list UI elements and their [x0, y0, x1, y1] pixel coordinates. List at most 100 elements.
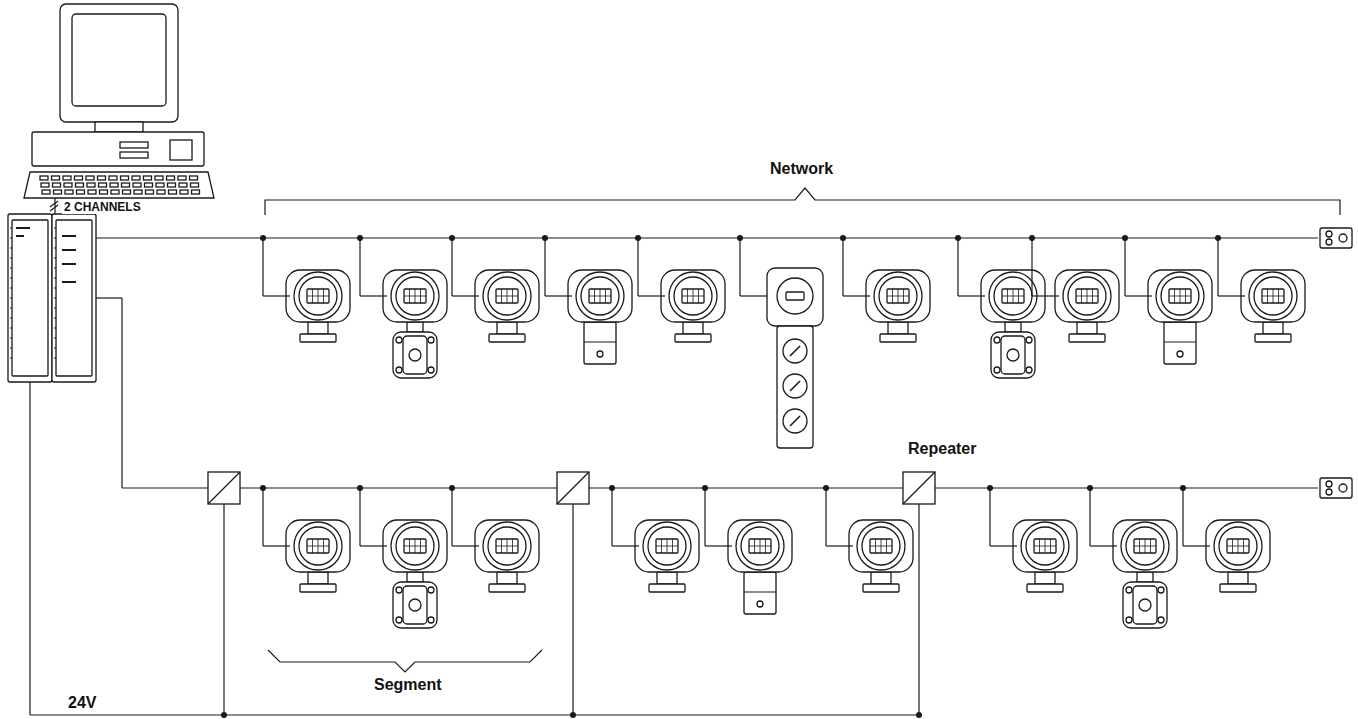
key — [146, 190, 154, 194]
housing-cover — [1156, 272, 1204, 320]
wire — [744, 592, 776, 593]
cover-ring — [1254, 277, 1292, 315]
wire — [1164, 342, 1196, 343]
housing-cover — [736, 522, 784, 570]
wire — [1089, 488, 1090, 546]
bolt — [428, 367, 434, 373]
wire — [54, 238, 56, 239]
wire — [704, 488, 705, 546]
wire — [404, 546, 426, 547]
flange-body — [393, 582, 437, 628]
key — [156, 183, 164, 187]
field-device — [1206, 520, 1270, 592]
cover-ring — [581, 277, 619, 315]
wire — [740, 295, 767, 296]
key — [123, 190, 131, 194]
wire — [360, 545, 387, 546]
screen — [72, 14, 166, 106]
wire — [589, 296, 611, 297]
cover-ring — [994, 277, 1032, 315]
key — [155, 176, 163, 180]
terminator-pin — [1339, 484, 1347, 492]
display-ring — [777, 278, 813, 314]
flange-body — [1123, 582, 1167, 628]
neck — [497, 322, 517, 334]
wire — [54, 258, 56, 259]
key — [109, 176, 117, 180]
field-device — [1113, 520, 1177, 628]
cover-ring — [879, 277, 917, 315]
field-device — [383, 270, 447, 378]
wire — [54, 318, 56, 319]
housing — [1241, 270, 1305, 322]
base — [863, 584, 899, 592]
housing-cover — [989, 272, 1037, 320]
wire — [638, 295, 665, 296]
housing — [475, 270, 539, 322]
housing — [661, 270, 725, 322]
neck — [657, 572, 677, 584]
computer — [24, 4, 214, 198]
neck — [1005, 322, 1021, 332]
port — [1007, 349, 1019, 361]
wire — [10, 238, 12, 239]
wire — [54, 268, 56, 269]
housing-cover — [1249, 272, 1297, 320]
neck — [308, 572, 328, 584]
wire — [10, 318, 12, 319]
bolt — [1158, 587, 1164, 593]
positioner-body — [777, 326, 813, 448]
neck — [407, 572, 423, 582]
wire — [54, 278, 56, 279]
field-device — [661, 270, 725, 342]
bolt — [597, 351, 603, 357]
key — [190, 176, 198, 180]
cover-ring — [299, 527, 337, 565]
housing — [383, 270, 447, 322]
wire — [825, 488, 826, 546]
base — [489, 584, 525, 592]
housing-cover — [1121, 522, 1169, 570]
segment-label: Segment — [372, 676, 444, 694]
flange-center — [403, 336, 427, 374]
wire — [263, 295, 290, 296]
wire — [10, 228, 12, 229]
field-device — [383, 520, 447, 628]
key — [77, 190, 85, 194]
wire — [121, 298, 122, 488]
housing-cover — [1214, 522, 1262, 570]
gauge — [783, 339, 807, 363]
neck — [407, 322, 423, 332]
positioner-housing — [767, 268, 823, 326]
channel-label: 2 CHANNELS — [62, 201, 143, 214]
housing-cover — [857, 522, 905, 570]
base — [880, 334, 916, 342]
wire — [262, 488, 263, 546]
cover-ring — [396, 277, 434, 315]
display — [307, 289, 329, 303]
drive-slot — [120, 152, 148, 158]
wire — [870, 546, 892, 547]
bolt — [1158, 617, 1164, 623]
wire — [958, 295, 985, 296]
housing-cover — [483, 272, 531, 320]
housing — [866, 270, 930, 322]
base — [300, 334, 336, 342]
wire — [404, 296, 426, 297]
key — [52, 176, 60, 180]
wire — [749, 546, 771, 547]
wire — [557, 472, 589, 504]
key — [98, 176, 106, 180]
panel — [170, 140, 192, 160]
display — [1227, 539, 1249, 553]
wire — [208, 472, 240, 504]
wire — [1002, 296, 1024, 297]
display — [496, 539, 518, 553]
terminator-pin — [1326, 239, 1332, 245]
key — [42, 190, 50, 194]
cover-ring — [1219, 527, 1257, 565]
wire — [54, 308, 56, 309]
bolt — [994, 367, 1000, 373]
terminator — [1320, 228, 1352, 248]
housing-cover — [483, 522, 531, 570]
